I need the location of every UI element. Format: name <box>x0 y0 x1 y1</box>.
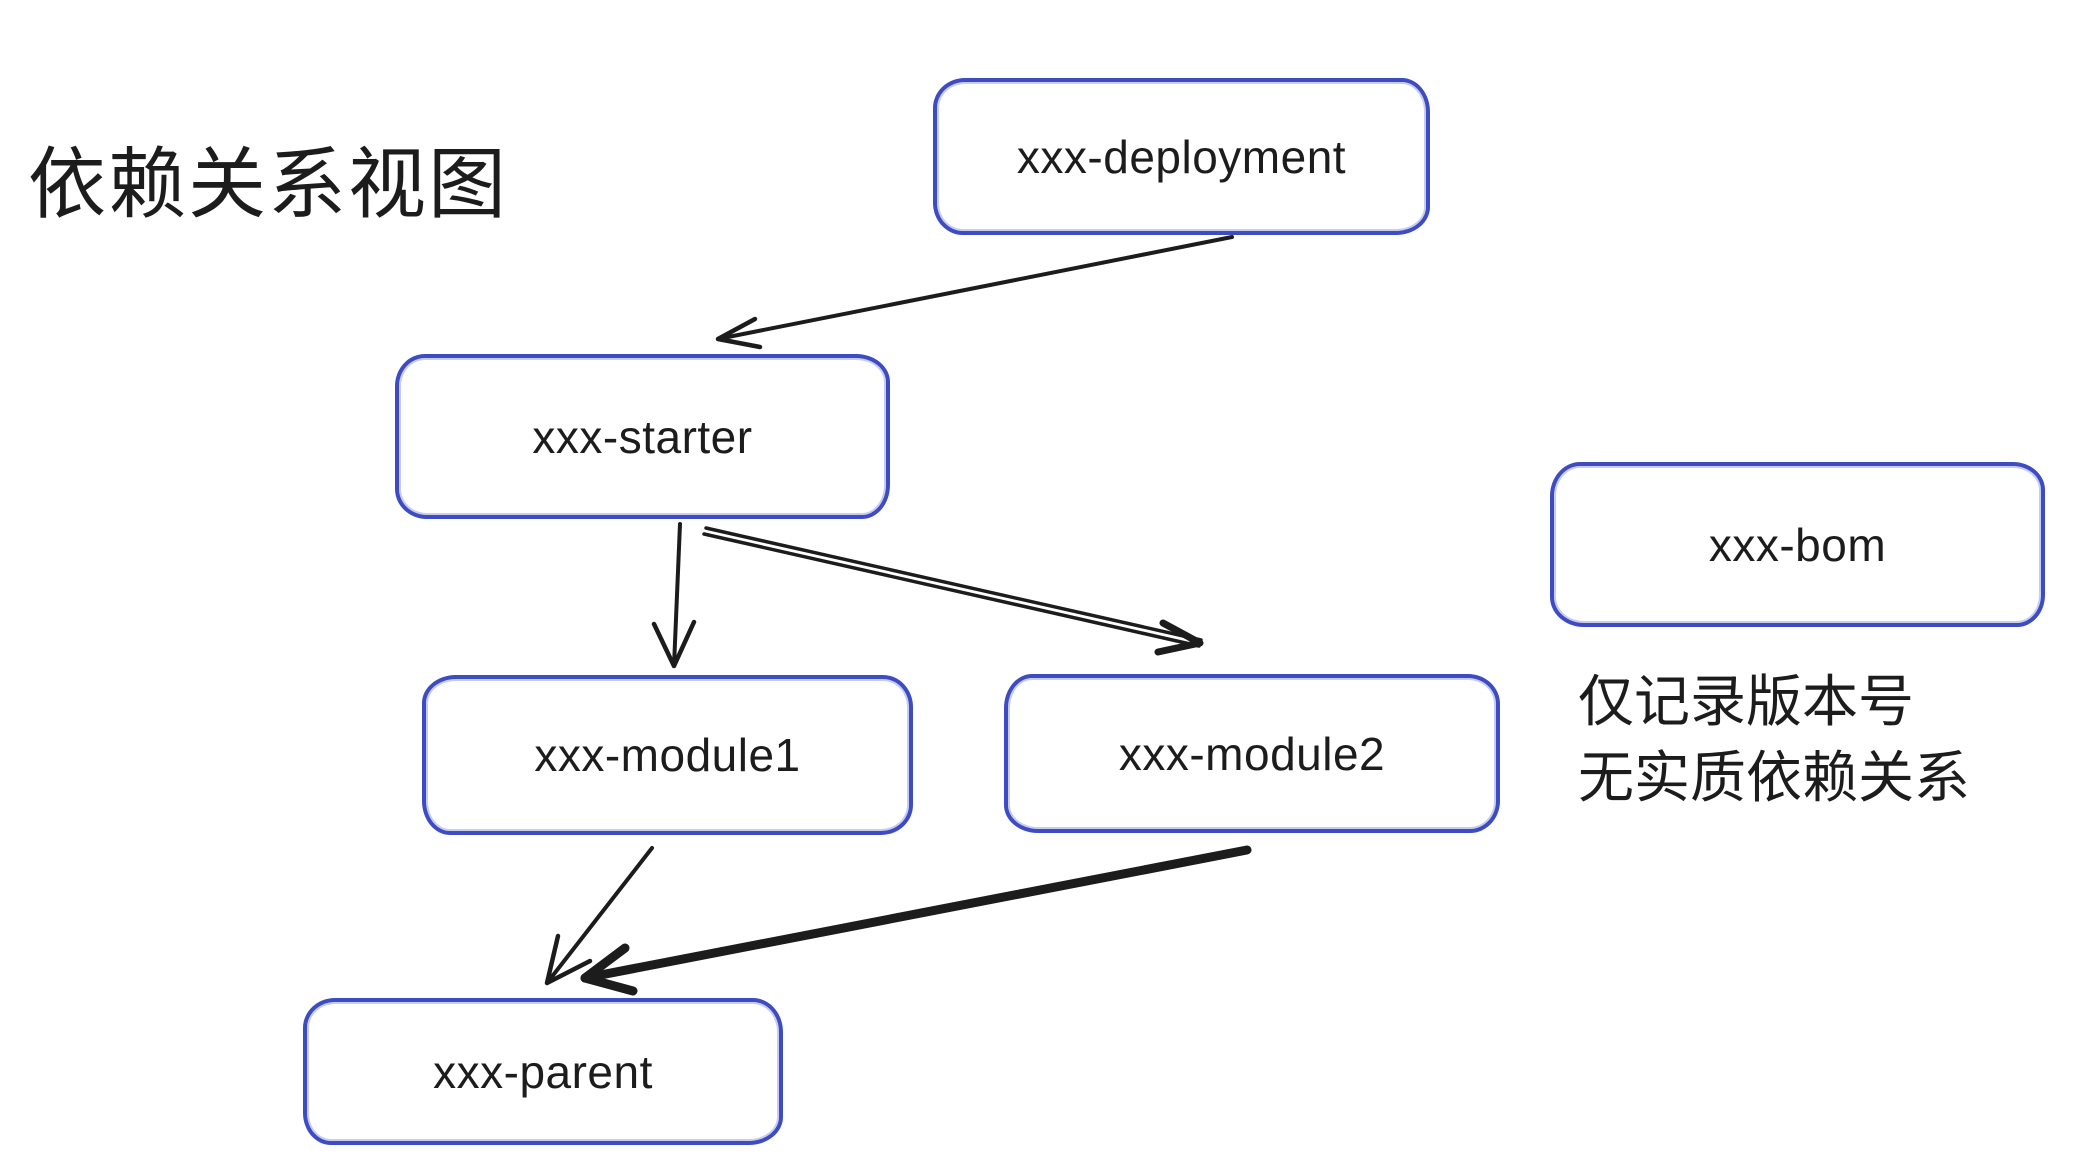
node-label: xxx-deployment <box>1016 130 1347 183</box>
node-label: xxx-bom <box>1708 518 1887 571</box>
bom-annotation-line-1: 仅记录版本号 <box>1578 670 1914 733</box>
arrow-module2-to-parent <box>580 845 1252 996</box>
bom-annotation-line-2: 无实质依赖关系 <box>1578 746 1970 809</box>
node-label: xxx-starter <box>532 410 753 463</box>
node-label: xxx-parent <box>433 1045 653 1098</box>
page-title: 依赖关系视图 <box>28 140 509 228</box>
arrow-starter-to-module1 <box>651 522 697 669</box>
arrow-deployment-to-starter <box>715 235 1234 350</box>
node-xxx-deployment: xxx-deployment <box>933 78 1430 235</box>
node-xxx-module2: xxx-module2 <box>1004 674 1500 833</box>
node-xxx-parent: xxx-parent <box>303 998 783 1145</box>
node-xxx-module1: xxx-module1 <box>422 675 913 835</box>
arrow-module1-to-parent <box>544 846 654 986</box>
node-label: xxx-module1 <box>534 729 801 781</box>
bom-annotation: 仅记录版本号 无实质依赖关系 <box>1578 664 1970 816</box>
node-xxx-starter: xxx-starter <box>395 354 890 519</box>
node-xxx-bom: xxx-bom <box>1550 462 2045 627</box>
arrow-starter-to-module2 <box>702 526 1204 656</box>
node-label: xxx-module2 <box>1118 727 1386 780</box>
